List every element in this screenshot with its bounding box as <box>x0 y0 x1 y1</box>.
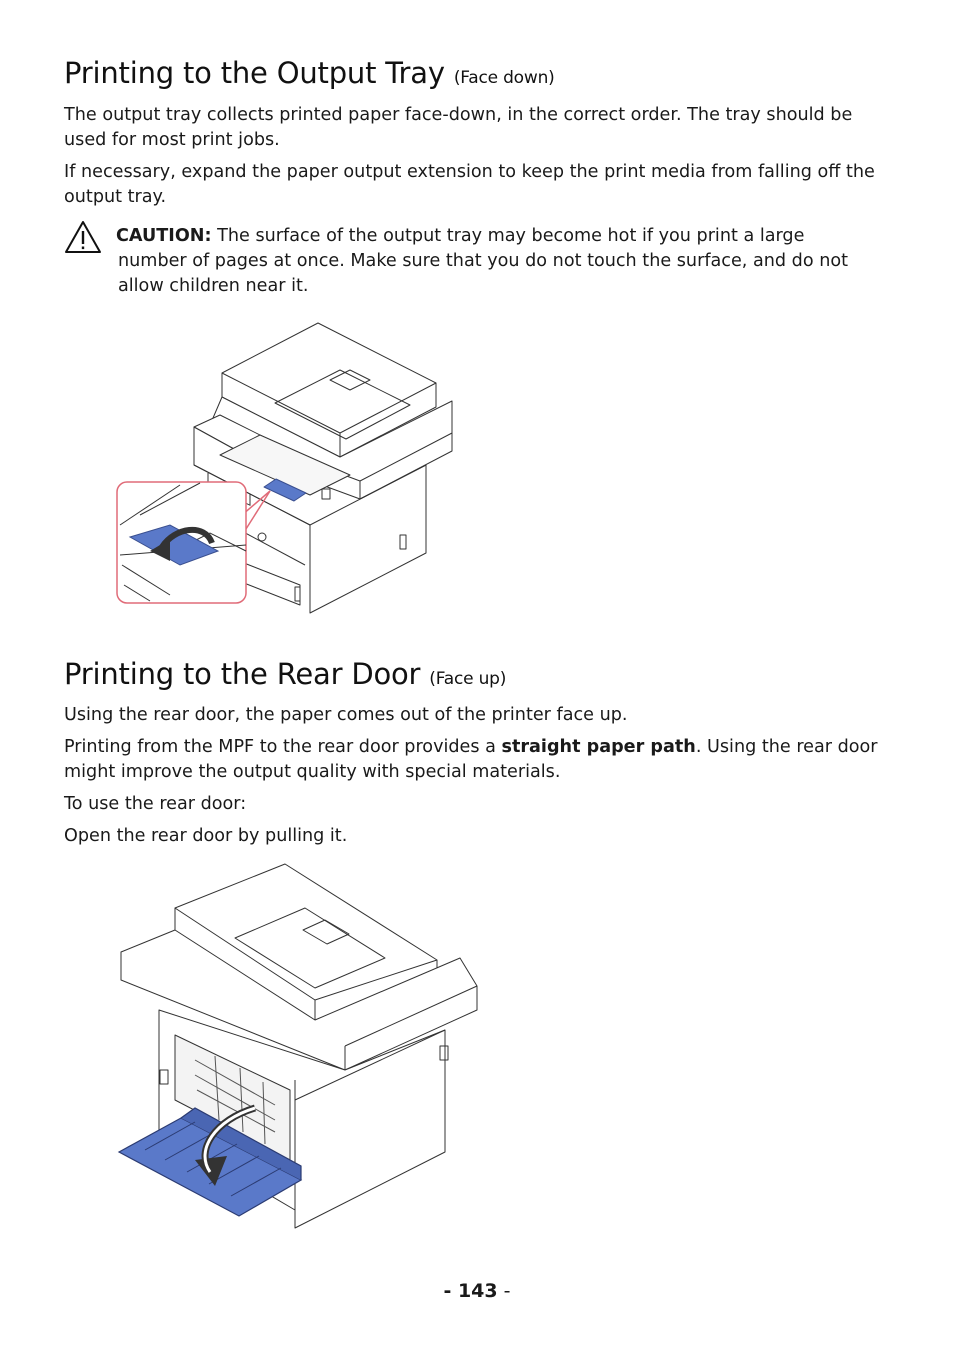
title-sub: (Face down) <box>453 68 555 88</box>
printer-rear-door-illustration <box>117 863 478 1229</box>
caution-note: CAUTION: The surface of the output tray … <box>116 224 896 299</box>
text: Printing from the MPF to the rear door p… <box>64 737 502 757</box>
printer-output-tray-illustration <box>116 322 453 614</box>
paragraph: To use the rear door: <box>64 794 247 814</box>
page-number-value: - 143 <box>443 1280 498 1302</box>
paragraph: The output tray collects printed paper f… <box>64 105 853 150</box>
section-title-rear-door: Printing to the Rear Door (Face up) <box>64 657 506 691</box>
warning-triangle-icon <box>65 221 101 253</box>
title-sub: (Face up) <box>429 669 507 689</box>
page-number-suffix: - <box>497 1280 511 1302</box>
bold-text: straight paper path <box>501 737 696 757</box>
title-main: Printing to the Rear Door <box>64 657 421 691</box>
paragraph: Open the rear door by pulling it. <box>64 826 348 846</box>
title-main: Printing to the Output Tray <box>64 56 445 90</box>
page-number: - 143 - <box>0 1280 954 1302</box>
caution-label: CAUTION: <box>116 226 212 246</box>
caution-text: The surface of the output tray may becom… <box>211 226 805 246</box>
caution-text-cont: number of pages at once. Make sure that … <box>118 251 849 296</box>
paragraph: Printing from the MPF to the rear door p… <box>64 735 894 785</box>
section-title-output-tray: Printing to the Output Tray (Face down) <box>64 56 555 90</box>
paragraph: Using the rear door, the paper comes out… <box>64 705 628 725</box>
text: . Using the rear door might improve the … <box>64 737 878 782</box>
paragraph: If necessary, expand the paper output ex… <box>64 162 875 207</box>
